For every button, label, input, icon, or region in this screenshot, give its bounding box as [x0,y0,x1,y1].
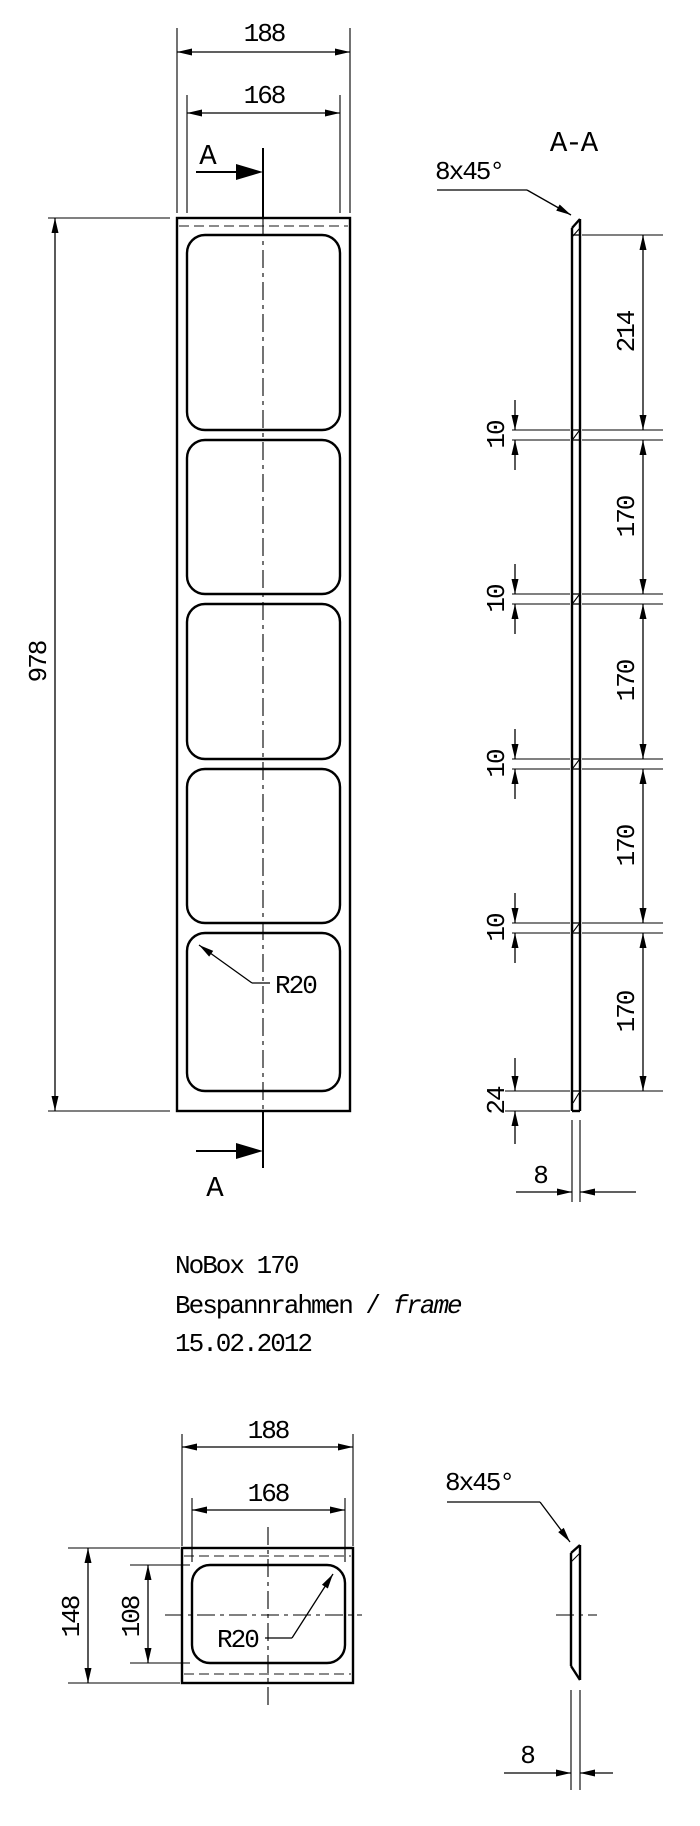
dim-outer-width-label: 188 [244,19,285,49]
chamfer-callout: 8x45° [435,157,572,216]
product-name: NoBox 170 [175,1251,298,1281]
section-bar [570,218,582,1113]
dim-field-2-label: 170 [612,660,642,701]
section-extension-lines [505,234,663,1112]
dim-field-3: 170 [612,769,647,923]
detail-dim-inner-width-label: 168 [248,1479,289,1509]
dim-web-3-label: 10 [482,750,512,778]
section-arrow-bottom [196,1143,263,1159]
detail-dim-inner-height-label: 108 [117,1596,147,1637]
dim-bottom-field-label: 24 [482,1086,512,1115]
dim-thickness: 8 [516,1120,636,1202]
detail-dim-inner-width: 168 [191,1479,346,1562]
detail-front-view: 188 168 148 108 R20 [57,1416,362,1705]
title-block: NoBox 170 Bespannrahmen / frame 15.02.20… [175,1251,464,1359]
dim-outer-width: 188 [176,19,351,213]
drawing-date: 15.02.2012 [175,1329,311,1359]
front-view: A A 188 168 978 R20 [24,19,352,1205]
dim-field-2: 170 [612,604,647,759]
dim-height-label: 978 [24,641,54,682]
section-title: A-A [550,127,599,160]
detail-dim-thickness: 8 [504,1690,613,1790]
dim-inner-width-label: 168 [244,81,285,111]
detail-dim-thickness-label: 8 [520,1741,534,1771]
dim-web-4: 10 [482,893,519,963]
detail-dim-inner-height: 108 [117,1564,190,1664]
detail-side-view: 8x45° 8 [445,1468,613,1790]
detail-dim-outer-width-label: 188 [248,1416,289,1446]
detail-radius-callout: R20 [217,1573,334,1655]
dim-top-field-label: 214 [612,310,642,352]
dim-field-4-label: 170 [612,991,642,1032]
detail-chamfer-label: 8x45° [445,1468,513,1498]
section-marker-bottom-label: A [206,1172,224,1205]
radius-callout: R20 [198,944,318,1001]
detail-dim-outer-height-label: 148 [57,1596,87,1637]
dim-web-1-label: 10 [482,421,512,449]
dim-field-4: 170 [612,933,647,1091]
detail-chamfer-callout: 8x45° [445,1468,571,1543]
dim-web-2: 10 [482,564,519,634]
dim-inner-width: 168 [186,81,341,213]
description-german: Bespannrahmen / [175,1291,393,1321]
dim-top-field: 214 [612,235,647,430]
radius-label: R20 [275,971,316,1001]
description-english: frame [393,1291,462,1321]
section-arrow-top [196,164,263,180]
detail-radius-label: R20 [217,1625,258,1655]
dim-web-2-label: 10 [482,585,512,613]
detail-dim-outer-width: 188 [181,1416,354,1546]
dim-bottom-field: 24 [482,1058,519,1144]
section-view: A-A [435,127,663,1202]
dim-field-1-label: 170 [612,496,642,537]
dim-thickness-label: 8 [533,1161,547,1191]
dim-web-4-label: 10 [482,914,512,942]
dim-web-1: 10 [482,400,519,470]
dim-height: 978 [24,217,170,1112]
dim-field-1: 170 [612,440,647,594]
section-marker-top-label: A [199,140,217,173]
chamfer-label: 8x45° [435,157,503,187]
dim-web-3: 10 [482,729,519,799]
product-description: Bespannrahmen / frame [175,1291,462,1321]
detail-dim-outer-height: 148 [57,1547,180,1684]
detail-side-bar [569,1544,582,1681]
dim-field-3-label: 170 [612,825,642,866]
